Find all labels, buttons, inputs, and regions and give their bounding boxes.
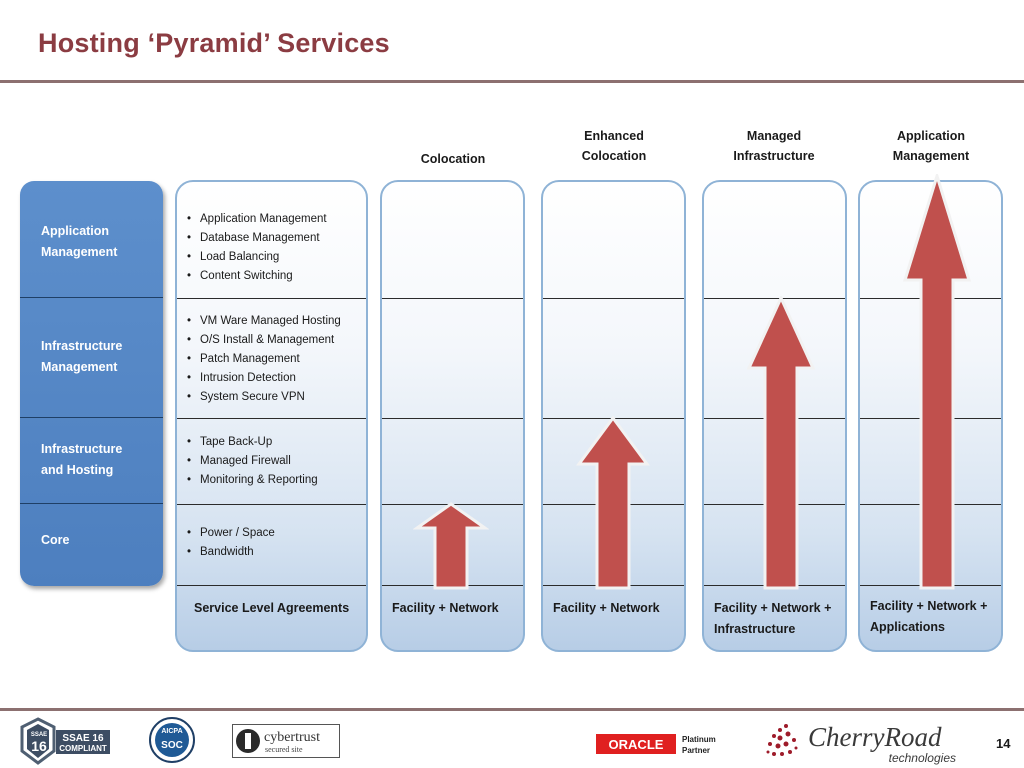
svg-text:secured site: secured site [265, 745, 303, 754]
svg-text:COMPLIANT: COMPLIANT [59, 744, 107, 753]
core-services-list: Power / Space Bandwidth [187, 524, 275, 562]
hosting-services-list: Tape Back-Up Managed Firewall Monitoring… [187, 433, 318, 490]
list-item: System Secure VPN [187, 388, 341, 407]
tier-label-application-management: Application Management [41, 224, 118, 259]
aicpa-soc-badge-icon: AICPA SOC [149, 717, 195, 763]
oracle-platinum-partner-logo-icon: ORACLE Platinum Partner [596, 734, 716, 755]
top-divider [0, 80, 1024, 83]
svg-text:Platinum: Platinum [682, 735, 716, 744]
arrow-up-icon [902, 174, 972, 590]
row-divider [704, 298, 845, 299]
list-item: Monitoring & Reporting [187, 471, 318, 490]
svg-text:SSAE 16: SSAE 16 [62, 733, 104, 744]
page-number: 14 [996, 736, 1011, 751]
svg-text:AICPA: AICPA [161, 728, 182, 735]
tier-divider [20, 417, 163, 418]
svg-text:16: 16 [31, 738, 47, 754]
svg-text:CherryRoad: CherryRoad [808, 722, 942, 752]
bottom-divider [0, 708, 1024, 711]
svg-text:SOC: SOC [161, 740, 183, 751]
row-divider [543, 298, 684, 299]
svg-text:SSAE: SSAE [31, 732, 47, 738]
column-footer: Facility + Network [392, 601, 499, 615]
list-item: Tape Back-Up [187, 433, 318, 452]
services-footer: Service Level Agreements [194, 601, 350, 615]
tier-divider [20, 503, 163, 504]
tier-label-infrastructure-management: Infrastructure Management [41, 339, 123, 374]
svg-text:Partner: Partner [682, 746, 710, 755]
list-item: Power / Space [187, 524, 275, 543]
list-item: Bandwidth [187, 543, 275, 562]
svg-text:cybertrust: cybertrust [264, 730, 320, 745]
page-title: Hosting ‘Pyramid’ Services [38, 28, 390, 58]
list-item: Intrusion Detection [187, 369, 341, 388]
tier-panel: Application Management Infrastructure Ma… [20, 181, 163, 586]
services-panel: Application Management Database Manageme… [175, 180, 368, 652]
column-footer: Facility + Network + Infrastructure [714, 601, 832, 636]
ssae16-badge-icon: 16 SSAE SSAE 16 COMPLIANT [20, 717, 110, 765]
list-item: Application Management [187, 210, 327, 229]
arrow-up-icon [413, 502, 489, 590]
cybertrust-logo-icon: cybertrust secured site [232, 724, 340, 758]
infra-services-list: VM Ware Managed Hosting O/S Install & Ma… [187, 312, 341, 407]
row-divider [382, 418, 523, 419]
col-header-colocation: Colocation [420, 152, 486, 166]
arrow-up-icon [746, 296, 816, 590]
cherryroad-logo-icon: CherryRoad technologies [766, 722, 956, 765]
row-divider [177, 418, 366, 419]
list-item: Load Balancing [187, 248, 327, 267]
tier-label-infrastructure-hosting: Infrastructure and Hosting [41, 442, 123, 477]
row-divider [177, 298, 366, 299]
list-item: Patch Management [187, 350, 341, 369]
svg-text:technologies: technologies [889, 751, 956, 765]
list-item: Database Management [187, 229, 327, 248]
app-services-list: Application Management Database Manageme… [187, 210, 327, 286]
row-divider [177, 585, 366, 586]
list-item: Content Switching [187, 267, 327, 286]
tier-divider [20, 297, 163, 298]
column-footer: Facility + Network + Applications [870, 599, 988, 634]
row-divider [382, 298, 523, 299]
row-divider [177, 504, 366, 505]
tier-label-core: Core [41, 533, 70, 547]
arrow-up-icon [576, 416, 650, 590]
list-item: VM Ware Managed Hosting [187, 312, 341, 331]
svg-text:ORACLE: ORACLE [609, 737, 664, 752]
list-item: O/S Install & Management [187, 331, 341, 350]
column-footer: Facility + Network [553, 601, 660, 615]
list-item: Managed Firewall [187, 452, 318, 471]
